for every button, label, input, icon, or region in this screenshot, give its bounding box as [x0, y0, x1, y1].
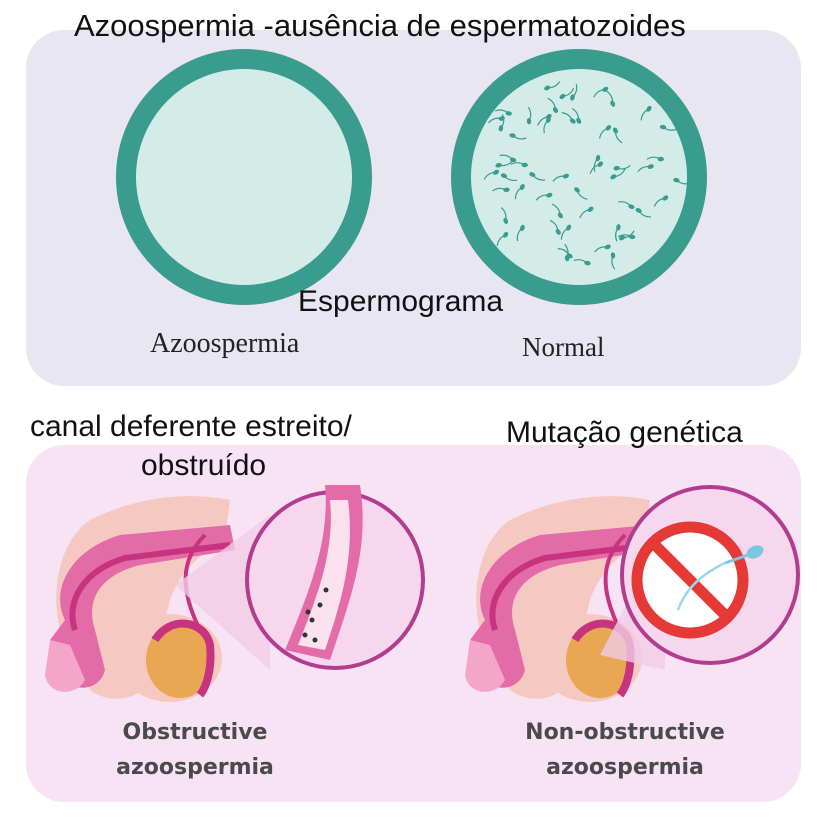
- obstructive-label-line2: azoospermia: [116, 755, 274, 780]
- sperm-head: [613, 165, 620, 171]
- obstruction-caption-line1: canal deferente estreito/: [30, 410, 352, 443]
- non-obstructive-label-line2: azoospermia: [546, 755, 704, 780]
- sperm-head: [529, 172, 536, 177]
- sperm-head: [555, 228, 561, 235]
- sperm-head: [557, 212, 564, 219]
- sperm-head: [584, 260, 591, 266]
- sperm-head: [597, 161, 604, 167]
- sperm-head: [502, 231, 509, 238]
- sperm-head: [659, 124, 667, 130]
- sperm-head: [570, 94, 575, 101]
- sperm-head: [628, 234, 636, 240]
- sperm-head: [610, 100, 616, 107]
- azoospermia-label: Azoospermia: [150, 328, 300, 359]
- sperm-head: [500, 173, 508, 179]
- sperm-head: [662, 195, 669, 201]
- sperm-head: [564, 254, 570, 262]
- sperm-head: [604, 244, 611, 250]
- sperm-head: [562, 173, 569, 179]
- sperm-cells: [483, 81, 691, 270]
- sperm-head: [526, 118, 532, 125]
- sperm-head: [647, 164, 654, 169]
- normal-dish: [451, 49, 707, 305]
- sperm-head: [635, 207, 642, 213]
- sperm-head: [544, 85, 551, 91]
- subtitle: Espermograma: [298, 285, 504, 318]
- sperm-head: [619, 235, 625, 241]
- normal-label: Normal: [522, 332, 605, 362]
- sperm-head: [612, 127, 618, 134]
- obstruction-caption-line2: obstruído: [141, 449, 267, 482]
- non-obstructive-label-line1: Non-obstructive: [525, 720, 725, 745]
- mutation-caption: Mutação genética: [506, 416, 743, 449]
- sperm-head: [495, 162, 502, 168]
- sperm-head: [602, 86, 609, 92]
- sperm-head: [610, 252, 616, 259]
- sperm-head: [552, 107, 559, 113]
- page-title: Azoospermia -ausência de espermatozoides: [74, 8, 686, 43]
- sperm-head: [509, 133, 516, 138]
- sperm-head: [595, 154, 601, 162]
- sperm-head: [673, 177, 680, 183]
- sperm-head: [546, 116, 551, 123]
- sperm-head: [574, 187, 580, 193]
- sperm-head: [657, 156, 664, 162]
- sperm-head: [521, 162, 528, 168]
- sperm-head: [566, 224, 572, 231]
- sperm-head: [503, 217, 509, 225]
- non-obstructive-illustration: [465, 485, 800, 702]
- sperm-head: [605, 124, 612, 131]
- sperm-head: [505, 111, 512, 116]
- sperm-head: [509, 157, 517, 163]
- azoospermia-dish: [116, 49, 372, 305]
- sperm-head: [503, 187, 510, 193]
- obstructive-illustration: [45, 485, 425, 702]
- sperm-head: [646, 105, 652, 112]
- sperm-head: [576, 117, 582, 124]
- sperm-head: [559, 93, 566, 100]
- sperm-head: [628, 204, 635, 210]
- sperm-head: [546, 192, 553, 198]
- sperm-head: [520, 224, 525, 231]
- sperm-head: [569, 118, 576, 124]
- sperm-head: [498, 125, 504, 132]
- sperm-head: [610, 174, 617, 180]
- sperm-head: [519, 184, 525, 190]
- sperm-head: [616, 224, 621, 231]
- sperm-head: [587, 206, 594, 212]
- sperm-head: [493, 169, 500, 175]
- obstructive-label-line1: Obstructive: [122, 720, 268, 745]
